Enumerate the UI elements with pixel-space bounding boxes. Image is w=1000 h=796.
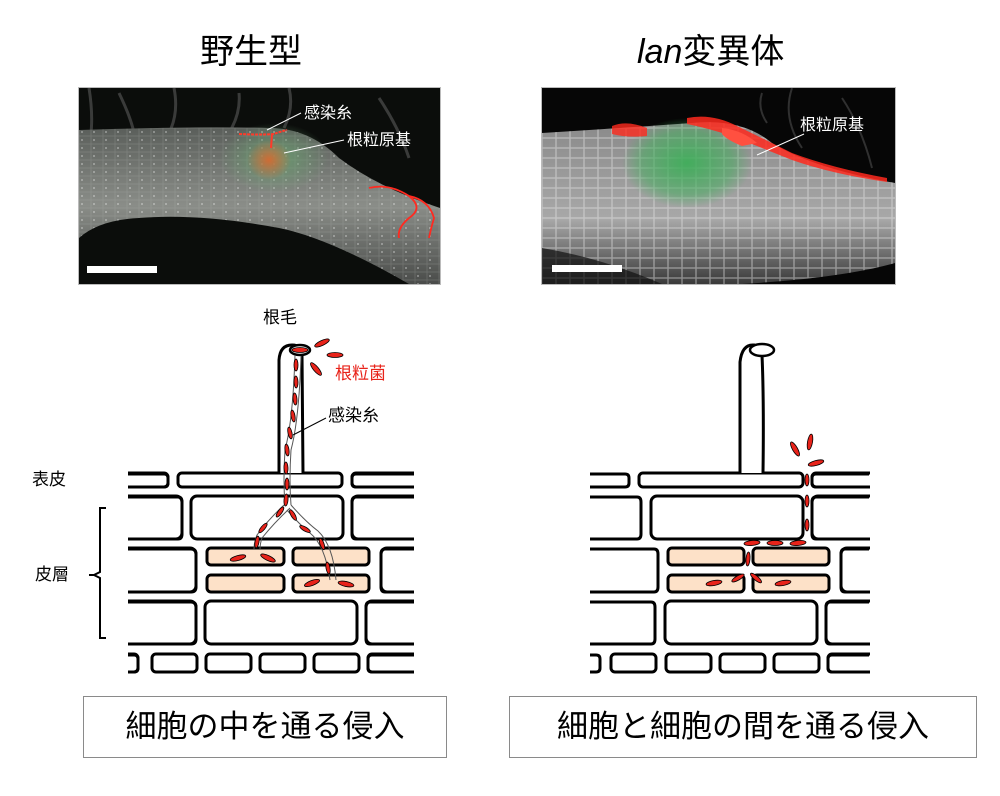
dividing-cortex-cell <box>291 546 371 567</box>
rhizobium <box>260 553 276 563</box>
cortex-cell <box>350 494 424 541</box>
rhizobium <box>283 461 289 475</box>
rhizobium <box>804 518 810 532</box>
label-root-hair: 根毛 <box>263 308 297 328</box>
rhizobium <box>804 494 810 508</box>
rhizobium <box>731 573 745 583</box>
label-infection-thread-photo: 感染糸 <box>304 103 353 122</box>
inner-cell <box>258 652 307 674</box>
micrograph-lan-mutant-image <box>542 88 895 284</box>
rhizobium <box>254 535 260 549</box>
rhizobium <box>291 347 309 353</box>
rhizobium <box>790 441 800 457</box>
leader-line-infection-thread <box>292 417 327 436</box>
cortex-cell <box>649 494 805 541</box>
rhizobium <box>337 580 355 588</box>
micrograph-wild-type-image <box>79 88 440 284</box>
rhizobium <box>806 433 814 451</box>
rhizobium <box>789 540 807 546</box>
rhizobium <box>293 358 299 372</box>
diagram-intercellular-svg <box>590 342 920 680</box>
inner-cell <box>366 652 424 674</box>
rhizobium <box>292 392 298 406</box>
rhizobium <box>804 473 810 487</box>
gene-name-italic: lan <box>637 33 683 71</box>
caption-intercellular-invasion: 細胞と細胞の間を通る侵入 <box>509 696 977 758</box>
dividing-cortex-cell <box>751 573 831 594</box>
label-infection-thread: 感染糸 <box>328 406 379 426</box>
inner-cell <box>718 652 767 674</box>
rhizobium <box>318 537 326 551</box>
rhizobium <box>290 409 296 423</box>
rhizobium <box>287 426 293 440</box>
rhizobium <box>745 551 751 567</box>
rhizobium <box>289 509 297 521</box>
rhizobium <box>275 506 285 518</box>
rhizobium <box>258 522 268 534</box>
label-cortex: 皮層 <box>35 565 69 585</box>
rhizobium <box>283 493 289 507</box>
rhizobium <box>299 525 311 533</box>
label-rhizobia: 根粒菌 <box>335 364 386 384</box>
rhizobium <box>325 561 331 575</box>
micrograph-wild-type: 感染糸 根粒原基 <box>78 87 441 285</box>
dividing-cortex-cell <box>666 546 746 567</box>
cortex-cell <box>203 599 359 646</box>
inner-cell <box>204 652 253 674</box>
cortex-cell <box>364 599 424 646</box>
rhizobium <box>743 540 761 546</box>
cortex-cell <box>116 599 198 646</box>
label-epidermis: 表皮 <box>32 470 66 490</box>
rhizobium <box>284 477 290 491</box>
label-nodule-primordium-photo-right: 根粒原基 <box>800 115 865 134</box>
rhizobium <box>750 572 762 584</box>
rhizobium <box>314 338 330 348</box>
inner-cell <box>150 652 199 674</box>
inner-cell <box>772 652 821 674</box>
rhizobium <box>229 554 247 562</box>
rhizobia-group-left <box>229 338 355 588</box>
dividing-cortex-cell <box>205 573 286 594</box>
rhizobium <box>326 352 344 358</box>
inner-cell <box>609 652 658 674</box>
diagram-intercellular-infection <box>540 300 920 680</box>
panel-title-lan-mutant: lan変異体 <box>637 32 784 72</box>
label-nodule-primordium-photo-left: 根粒原基 <box>347 130 412 149</box>
inner-cell <box>664 652 713 674</box>
cortex-cell <box>663 599 819 646</box>
cortex-bracket <box>91 507 106 639</box>
caption-intracellular-invasion: 細胞の中を通る侵入 <box>83 696 447 758</box>
epidermis-cell <box>176 471 344 489</box>
inner-cell <box>312 652 361 674</box>
rhizobia-group-right <box>705 433 825 587</box>
rhizobium <box>293 375 299 389</box>
rhizobium <box>774 579 792 587</box>
rhizobium <box>807 459 825 467</box>
diagram-intracellular-infection: 根毛 根粒菌 感染糸 表皮 皮層 <box>0 300 450 680</box>
dividing-cortex-cell <box>751 546 831 567</box>
rhizobium <box>284 443 290 457</box>
rhizobium <box>310 362 322 376</box>
mutant-label: 変異体 <box>682 32 785 72</box>
rhizobium <box>766 540 784 546</box>
cortex-cell <box>116 546 198 594</box>
rhizobium <box>304 578 320 588</box>
panel-title-wild-type: 野生型 <box>200 32 302 72</box>
root-hair <box>738 343 765 474</box>
micrograph-lan-mutant: 根粒原基 <box>541 87 896 285</box>
rhizobium <box>705 579 723 587</box>
diagram-intracellular-svg <box>89 338 444 680</box>
epidermis-cell <box>637 471 805 489</box>
dividing-cortex-cell <box>291 573 371 594</box>
root-hair-tip <box>748 342 776 358</box>
